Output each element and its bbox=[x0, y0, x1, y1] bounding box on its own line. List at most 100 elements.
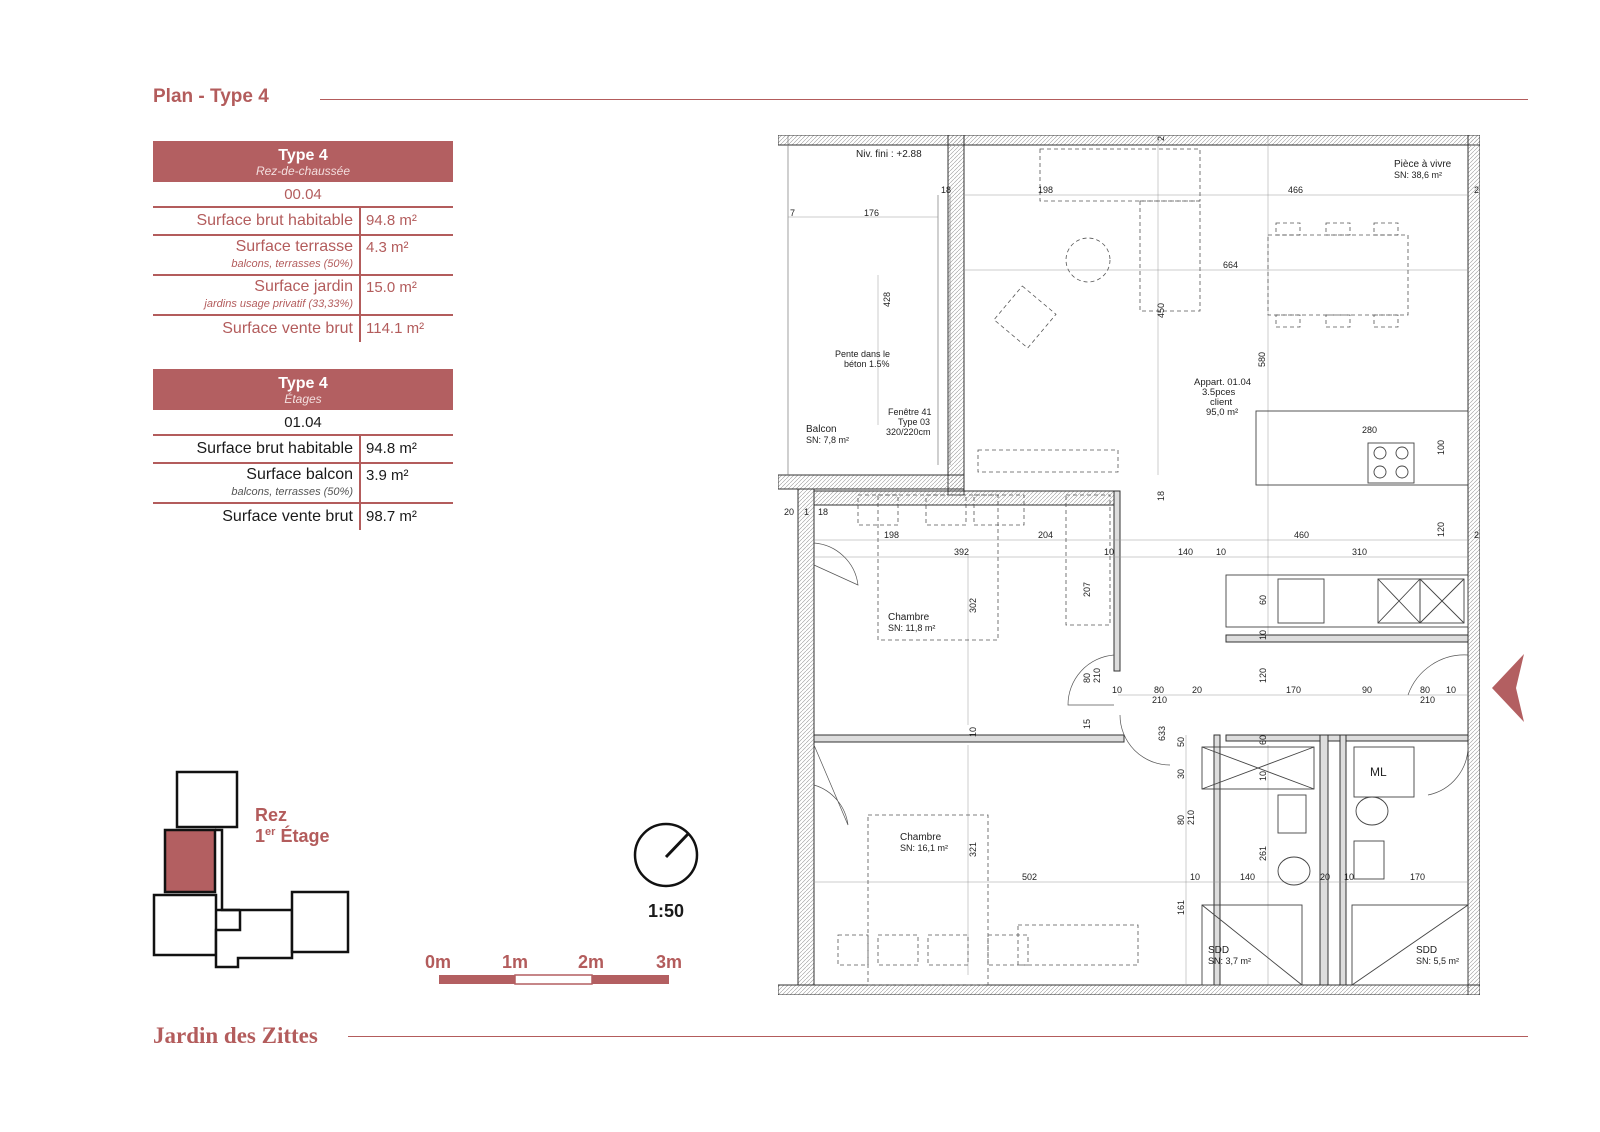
dim-label: 80 bbox=[1154, 685, 1164, 695]
north-arrow-icon bbox=[633, 822, 699, 888]
dim-label: 302 bbox=[968, 598, 978, 613]
table-rez-row: Surface vente brut 114.1 m² bbox=[153, 316, 453, 342]
scale-ratio: 1:50 bbox=[648, 901, 685, 921]
plan-sdd2-sn: SN: 5,5 m² bbox=[1416, 956, 1459, 966]
dim-label: 502 bbox=[1022, 872, 1037, 882]
dim-label: 310 bbox=[1352, 547, 1367, 557]
scale-tick-1: 1m bbox=[502, 952, 529, 972]
dim-label: 2 bbox=[1474, 530, 1479, 540]
plan-pente-1: béton 1.5% bbox=[844, 359, 890, 369]
plan-appart-0: Appart. 01.04 bbox=[1194, 377, 1251, 388]
dim-label: 100 bbox=[1436, 440, 1446, 455]
dim-label: 261 bbox=[1258, 846, 1268, 861]
dim-label: 10 bbox=[1112, 685, 1122, 695]
plan-appart-3: 95,0 m² bbox=[1206, 407, 1238, 418]
dim-label: 198 bbox=[884, 530, 899, 540]
page-title: Plan - Type 4 bbox=[153, 86, 269, 107]
table-rez: Type 4 Rez-de-chaussée 00.04 Surface bru… bbox=[153, 141, 453, 342]
building-key-diagram bbox=[152, 770, 350, 969]
table-rez-code: 00.04 bbox=[153, 182, 453, 208]
dim-label: 460 bbox=[1294, 530, 1309, 540]
plan-niv: Niv. fini : +2.88 bbox=[856, 149, 922, 160]
dim-label: 2 bbox=[1474, 185, 1479, 195]
row-label: Surface balcon bbox=[246, 466, 353, 483]
dim-label: 664 bbox=[1223, 260, 1238, 270]
dim-label: 80 bbox=[1176, 815, 1186, 825]
row-label: Surface brut habitable bbox=[196, 212, 353, 229]
plan-appart-1: 3.5pces bbox=[1202, 387, 1236, 398]
dim-label: 161 bbox=[1176, 900, 1186, 915]
row-sublabel: balcons, terrasses (50%) bbox=[231, 486, 353, 498]
dim-label: 80 bbox=[1082, 673, 1092, 683]
plan-piece-sn: SN: 38,6 m² bbox=[1394, 170, 1442, 180]
dim-label: 580 bbox=[1257, 352, 1267, 367]
dim-label: 140 bbox=[1240, 872, 1255, 882]
dim-label: 30 bbox=[1176, 769, 1186, 779]
scale-tick-3: 3m bbox=[656, 952, 683, 972]
dim-label: 10 bbox=[1446, 685, 1456, 695]
plan-chambre1: Chambre bbox=[888, 612, 930, 623]
plan-chambre2: Chambre bbox=[900, 832, 942, 843]
plan-balcon-sn: SN: 7,8 m² bbox=[806, 435, 849, 445]
scale-tick-2: 2m bbox=[578, 952, 605, 972]
plan-fenetre-0: Fenêtre 41 bbox=[888, 407, 932, 417]
dim-label: 60 bbox=[1258, 735, 1268, 745]
table-etages-code: 01.04 bbox=[153, 410, 453, 436]
row-value: 94.8 m² bbox=[366, 440, 417, 457]
row-value: 3.9 m² bbox=[366, 467, 409, 484]
highlighted-unit bbox=[163, 828, 217, 894]
table-rez-subtitle: Rez-de-chaussée bbox=[255, 164, 351, 178]
table-rez-row: Surface jardin jardins usage privatif (33… bbox=[153, 276, 453, 316]
row-label: Surface brut habitable bbox=[196, 440, 353, 457]
dim-label: 90 bbox=[1362, 685, 1372, 695]
dim-label: 176 bbox=[864, 208, 879, 218]
plan-sdd1-sn: SN: 3,7 m² bbox=[1208, 956, 1251, 966]
row-sublabel: balcons, terrasses (50%) bbox=[231, 258, 353, 270]
dim-label: 120 bbox=[1436, 522, 1446, 537]
dim-label: 10 bbox=[1190, 872, 1200, 882]
dim-label: 80 bbox=[1420, 685, 1430, 695]
dim-label: 20 bbox=[1192, 685, 1202, 695]
dim-label: 10 bbox=[968, 727, 978, 737]
plan-chambre1-sn: SN: 11,8 m² bbox=[888, 623, 935, 633]
row-label: Surface vente brut bbox=[222, 320, 353, 337]
legend-etage-sup: er bbox=[265, 826, 276, 838]
table-etages-title: Type 4 bbox=[278, 375, 328, 392]
plan-ml: ML bbox=[1370, 765, 1387, 779]
row-sublabel: jardins usage privatif (33,33%) bbox=[204, 298, 353, 310]
dim-label: 321 bbox=[968, 842, 978, 857]
dim-label: 210 bbox=[1092, 668, 1102, 683]
footer-rule bbox=[348, 1036, 1528, 1037]
dim-label: 18 bbox=[818, 507, 828, 517]
dim-label: 120 bbox=[1258, 668, 1268, 683]
floor-plan: Niv. fini : +2.88 Pièce à vivre SN: 38,6… bbox=[778, 135, 1480, 995]
dim-label: 20 bbox=[1320, 872, 1330, 882]
footer-project-name: Jardin des Zittes bbox=[153, 1023, 318, 1048]
header-rule bbox=[320, 99, 1528, 100]
dim-label: 7 bbox=[790, 208, 795, 218]
table-etages-subtitle: Étages bbox=[284, 392, 322, 406]
dim-label: 10 bbox=[1258, 630, 1268, 640]
plan-sdd2: SDD bbox=[1416, 945, 1437, 956]
dim-label: 633 bbox=[1157, 726, 1167, 741]
dim-label: 10 bbox=[1258, 771, 1268, 781]
scale-bar bbox=[439, 974, 669, 985]
plan-balcon: Balcon bbox=[806, 424, 837, 435]
dim-label: 210 bbox=[1420, 695, 1435, 705]
row-label: Surface jardin bbox=[254, 278, 353, 295]
dim-label: 280 bbox=[1362, 425, 1377, 435]
dim-label: 210 bbox=[1186, 810, 1196, 825]
dim-label: 18 bbox=[1156, 491, 1166, 501]
dim-label: 10 bbox=[1344, 872, 1354, 882]
table-rez-header: Type 4 Rez-de-chaussée bbox=[153, 141, 453, 182]
table-rez-title: Type 4 bbox=[278, 147, 328, 164]
plan-fenetre-2: 320/220cm bbox=[886, 427, 931, 437]
dim-label: 210 bbox=[1152, 695, 1167, 705]
plan-appart-2: client bbox=[1210, 397, 1233, 408]
legend-etage-word: Étage bbox=[280, 826, 330, 846]
dim-label: 170 bbox=[1410, 872, 1425, 882]
dim-label: 170 bbox=[1286, 685, 1301, 695]
table-rez-row: Surface brut habitable 94.8 m² bbox=[153, 208, 453, 236]
dim-label: 204 bbox=[1038, 530, 1053, 540]
